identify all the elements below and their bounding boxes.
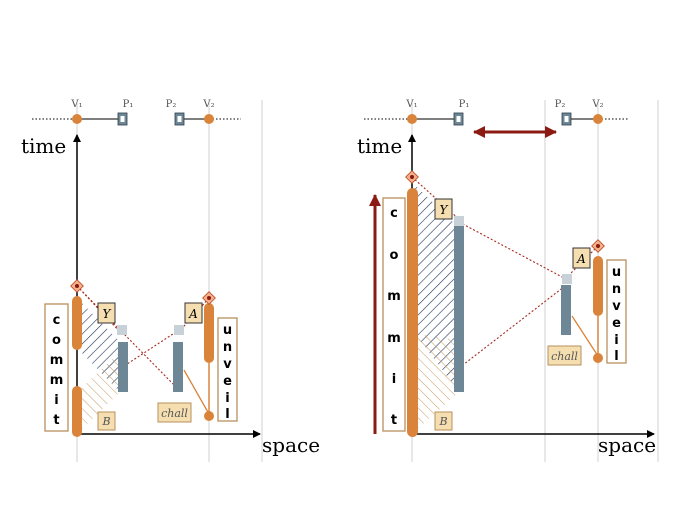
svg-text:t: t — [391, 413, 397, 428]
p1-label: P₁ — [123, 99, 134, 110]
svg-text:i: i — [54, 393, 58, 408]
verifier-2-node — [204, 114, 214, 124]
b-label-box: B — [434, 411, 453, 431]
response-hatch-region — [79, 352, 120, 432]
p2-receive-marker — [562, 274, 572, 284]
chall-label-box: chall — [547, 345, 582, 366]
verifier-1-node — [72, 114, 82, 124]
v1-response-bar — [72, 386, 82, 437]
verifier-1-node — [407, 114, 417, 124]
svg-text:c: c — [390, 206, 398, 221]
svg-text:u: u — [612, 265, 621, 280]
p2-bar — [561, 285, 571, 335]
p1-bar — [454, 226, 464, 392]
svg-text:B: B — [101, 415, 110, 428]
p2-bar — [173, 342, 183, 392]
v2-end-node — [204, 411, 214, 421]
unveil-box: u n v e i l — [606, 259, 627, 364]
svg-text:m: m — [387, 331, 401, 346]
p1-receive-marker — [454, 216, 464, 226]
v2-end-node — [593, 353, 603, 363]
svg-text:m: m — [50, 373, 64, 388]
y-label-box: Y — [434, 198, 453, 220]
svg-text:o: o — [390, 248, 399, 263]
v2-unveil-bar — [593, 256, 603, 316]
svg-text:m: m — [50, 353, 64, 368]
svg-text:n: n — [612, 282, 621, 297]
svg-text:v: v — [223, 357, 232, 372]
chall-label-box: chall — [157, 402, 192, 423]
svg-text:t: t — [53, 413, 59, 428]
svg-text:B: B — [438, 415, 447, 428]
svg-text:l: l — [614, 349, 618, 364]
right-diagram: V₁ P₁ P₂ V₂ time space c o m — [357, 99, 659, 462]
svg-text:A: A — [576, 252, 586, 266]
commit-box: c o m m i t — [44, 303, 69, 432]
svg-text:o: o — [52, 333, 61, 348]
space-label: space — [262, 433, 320, 457]
v1-label: V₁ — [405, 99, 417, 110]
b-label-box: B — [97, 411, 116, 431]
svg-text:n: n — [223, 340, 232, 355]
svg-text:e: e — [612, 316, 621, 331]
space-label: space — [598, 433, 656, 457]
chall-link — [571, 315, 599, 357]
verifier-2-node — [593, 114, 603, 124]
v2-unveil-bar — [204, 303, 214, 363]
unveil-box: u n v e i l — [217, 317, 238, 422]
v2-label: V₂ — [591, 99, 603, 110]
time-label: time — [357, 134, 402, 158]
left-diagram: V₁ P₁ P₂ V₂ time space c o m m i t — [21, 99, 320, 462]
p1-bar — [118, 342, 128, 392]
svg-text:i: i — [392, 372, 396, 387]
p2-label: P₂ — [555, 99, 566, 110]
v2-label: V₂ — [202, 99, 214, 110]
positions-row: V₁ P₁ P₂ V₂ — [364, 99, 628, 126]
p1-receive-marker — [117, 325, 127, 335]
svg-text:Y: Y — [440, 203, 449, 217]
svg-text:m: m — [387, 289, 401, 304]
v1-commit-bar — [407, 188, 418, 437]
svg-text:Y: Y — [103, 307, 112, 321]
commit-box: c o m m i t — [382, 197, 406, 432]
y-label-box: Y — [97, 302, 116, 324]
svg-text:chall: chall — [161, 407, 188, 420]
chall-link — [183, 369, 210, 415]
v1-commit-bar — [72, 296, 82, 350]
svg-text:chall: chall — [551, 350, 578, 363]
time-label: time — [21, 134, 66, 158]
svg-text:u: u — [223, 323, 232, 338]
svg-text:i: i — [614, 333, 618, 348]
p1-label: P₁ — [459, 99, 470, 110]
p2-receive-marker — [174, 325, 184, 335]
svg-text:v: v — [612, 299, 621, 314]
p2-label: P₂ — [166, 99, 177, 110]
response-hatch-region — [414, 334, 459, 432]
v1-label: V₁ — [70, 99, 82, 110]
svg-text:l: l — [225, 407, 229, 422]
a-label-box: A — [184, 302, 203, 324]
a-label-box: A — [572, 247, 591, 269]
svg-text:i: i — [225, 391, 229, 406]
svg-text:c: c — [53, 313, 61, 328]
svg-text:A: A — [188, 307, 198, 321]
svg-text:e: e — [223, 374, 232, 389]
positions-row: V₁ P₁ P₂ V₂ — [32, 99, 241, 126]
